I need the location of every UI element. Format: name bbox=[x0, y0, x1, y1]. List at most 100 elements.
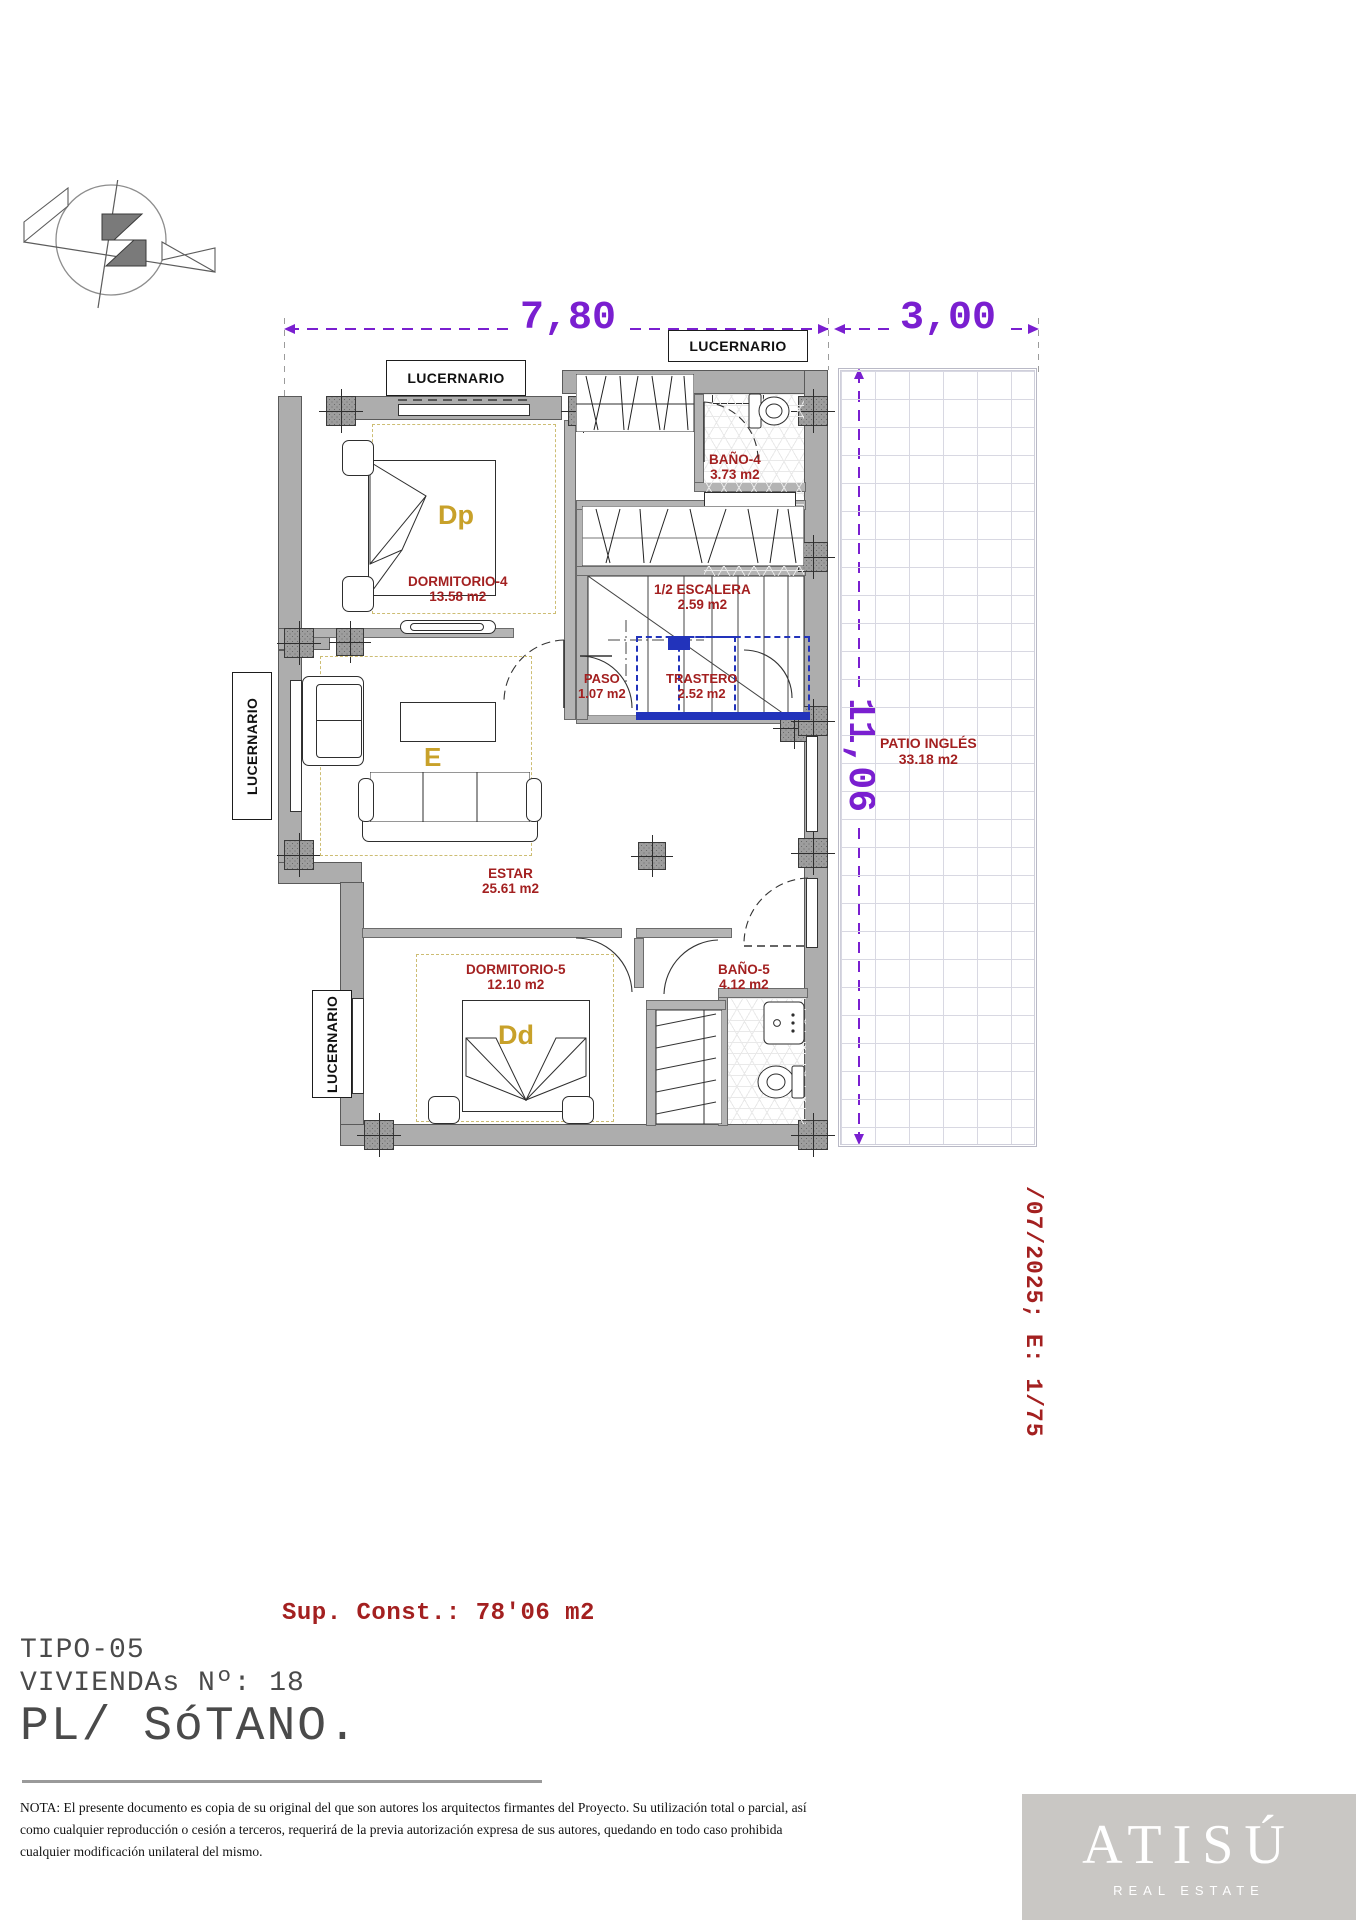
tipo-label: TIPO-05 bbox=[20, 1635, 145, 1666]
patio-outline bbox=[838, 368, 1037, 1147]
dim-ext-right bbox=[1038, 318, 1039, 372]
lucernario-left-upper: LUCERNARIO bbox=[232, 672, 272, 820]
room-name-estar: ESTAR bbox=[488, 866, 533, 881]
wall-estar-bottom bbox=[362, 928, 622, 938]
wall-left-upper bbox=[278, 396, 302, 640]
dresser-dorm4-inner bbox=[410, 623, 484, 631]
pillar-w-jog bbox=[329, 621, 371, 663]
room-name-escalera: 1/2 ESCALERA bbox=[654, 582, 751, 597]
room-label-trastero: TRASTERO 2.52 m2 bbox=[666, 671, 738, 701]
note-line-3: cualquier modificación unilateral del mi… bbox=[20, 1844, 263, 1859]
note-line-2: como cualquier reproducción o cesión a t… bbox=[20, 1822, 783, 1837]
bed-dorm4-pillow-fold bbox=[368, 460, 496, 596]
nightstand-dorm5-right bbox=[562, 1096, 594, 1124]
window-right-estar bbox=[806, 736, 818, 832]
trastero-blue-corner bbox=[668, 636, 690, 650]
dim-arrow-left-780 bbox=[284, 324, 295, 334]
lucernario-top-left: LUCERNARIO bbox=[386, 360, 526, 396]
window-right-lower bbox=[806, 878, 818, 948]
patio-ingles-area bbox=[840, 370, 1035, 1145]
plant-label: PL/ SóTANO. bbox=[20, 1700, 359, 1754]
room-label-paso: PASO 1.07 m2 bbox=[578, 671, 626, 701]
room-label-escalera: 1/2 ESCALERA 2.59 m2 bbox=[654, 582, 751, 612]
room-area-bano-4: 3.73 m2 bbox=[710, 467, 760, 483]
room-label-patio-ingles: PATIO INGLÉS 33.18 m2 bbox=[880, 735, 977, 767]
door-dorm4 bbox=[498, 638, 568, 710]
room-area-bano-5: 4.12 m2 bbox=[719, 977, 769, 993]
room-name-patio-ingles: PATIO INGLÉS bbox=[880, 735, 977, 751]
window-top-dorm4-sill bbox=[398, 399, 530, 401]
dim-arrow-right-780 bbox=[818, 324, 829, 334]
room-name-trastero: TRASTERO bbox=[666, 671, 738, 686]
door-dorm5 bbox=[570, 936, 634, 996]
door-bano4 bbox=[700, 400, 762, 466]
room-name-paso: PASO bbox=[583, 671, 620, 686]
side-stamp-date-scale: /07/2025; E: 1/75 bbox=[1020, 1186, 1046, 1438]
room-area-dormitorio-5: 12.10 m2 bbox=[487, 977, 545, 993]
window-left-estar bbox=[290, 680, 302, 812]
logo-tagline: REAL ESTATE bbox=[1113, 1882, 1265, 1898]
note-line-1: NOTA: El presente documento es copia de … bbox=[20, 1800, 807, 1815]
dorm5-zone bbox=[416, 954, 614, 1122]
pillar-sw bbox=[357, 1113, 401, 1157]
room-area-estar: 25.61 m2 bbox=[482, 881, 540, 897]
toilet-bano4 bbox=[748, 392, 792, 430]
nightstand-dorm4-bottom bbox=[342, 576, 374, 612]
pillar-estar-center bbox=[631, 835, 673, 877]
dim-label-300: 3,00 bbox=[892, 296, 1005, 341]
sofa-estar-cushions bbox=[369, 771, 531, 823]
room-name-dormitorio-5: DORMITORIO-5 bbox=[466, 962, 566, 977]
room-name-bano-4: BAÑO-4 bbox=[709, 452, 761, 467]
room-label-bano-5: BAÑO-5 4.12 m2 bbox=[718, 962, 770, 992]
sofa-estar-arm-right bbox=[526, 778, 542, 822]
stair-top-flight bbox=[575, 373, 695, 433]
trastero-blue-bar bbox=[636, 712, 810, 720]
viviendas-label: VIVIENDAs Nº: 18 bbox=[20, 1668, 305, 1699]
room-area-dormitorio-4: 13.58 m2 bbox=[429, 589, 487, 605]
window-left-dorm5 bbox=[352, 998, 364, 1094]
nightstand-dorm4-top bbox=[342, 440, 374, 476]
room-label-estar: ESTAR 25.61 m2 bbox=[482, 866, 539, 896]
room-area-escalera: 2.59 m2 bbox=[677, 597, 728, 613]
door-bano5 bbox=[660, 938, 722, 998]
atisu-logo: ATISÚ REAL ESTATE bbox=[1022, 1794, 1356, 1920]
dim-arrow-left-300 bbox=[834, 324, 845, 334]
pillar-nw bbox=[319, 389, 363, 433]
north-arrow bbox=[10, 177, 225, 315]
stair-half-flight bbox=[587, 575, 805, 717]
armchair-estar-div bbox=[316, 720, 362, 721]
pillar-w-mid bbox=[277, 621, 321, 665]
wall-closet-top bbox=[646, 1000, 726, 1010]
sofa-estar-arm-left bbox=[358, 778, 374, 822]
lucernario-left-lower: LUCERNARIO bbox=[312, 990, 352, 1098]
window-top-dorm4 bbox=[398, 404, 530, 416]
wall-bano5-top bbox=[718, 988, 808, 998]
furniture-tag-dorm4: Dp bbox=[438, 500, 474, 530]
room-area-paso: 1.07 m2 bbox=[578, 685, 626, 701]
stair-second-flight bbox=[581, 505, 805, 567]
pillar-se bbox=[791, 1113, 835, 1157]
wall-bottom bbox=[340, 1124, 828, 1146]
furniture-tag-estar: E bbox=[424, 742, 442, 772]
dim-label-780: 7,80 bbox=[512, 296, 625, 341]
room-area-patio-ingles: 33.18 m2 bbox=[898, 750, 958, 767]
door-paso bbox=[578, 654, 634, 712]
lucernario-top-right: LUCERNARIO bbox=[668, 330, 808, 362]
wall-dorm5-right bbox=[634, 938, 644, 988]
room-label-dormitorio-4: DORMITORIO-4 13.58 m2 bbox=[408, 574, 508, 604]
coffee-table-estar bbox=[400, 702, 496, 742]
furniture-tag-dorm5: Dd bbox=[498, 1020, 534, 1050]
room-label-bano-4: BAÑO-4 3.73 m2 bbox=[709, 452, 761, 482]
room-label-dormitorio-5: DORMITORIO-5 12.10 m2 bbox=[466, 962, 566, 992]
closet-stair-bano5 bbox=[655, 1009, 723, 1125]
door-patio-right bbox=[740, 876, 812, 952]
wall-closet-left bbox=[646, 1000, 656, 1126]
title-underline bbox=[22, 1780, 542, 1783]
room-name-bano-5: BAÑO-5 bbox=[718, 962, 770, 977]
logo-name: ATISÚ bbox=[1082, 1813, 1296, 1876]
room-name-dormitorio-4: DORMITORIO-4 bbox=[408, 574, 508, 589]
wall-estar-bottom2 bbox=[636, 928, 732, 938]
door-trastero bbox=[742, 648, 794, 702]
armchair-estar-seat bbox=[316, 684, 362, 758]
room-area-trastero: 2.52 m2 bbox=[677, 685, 726, 701]
